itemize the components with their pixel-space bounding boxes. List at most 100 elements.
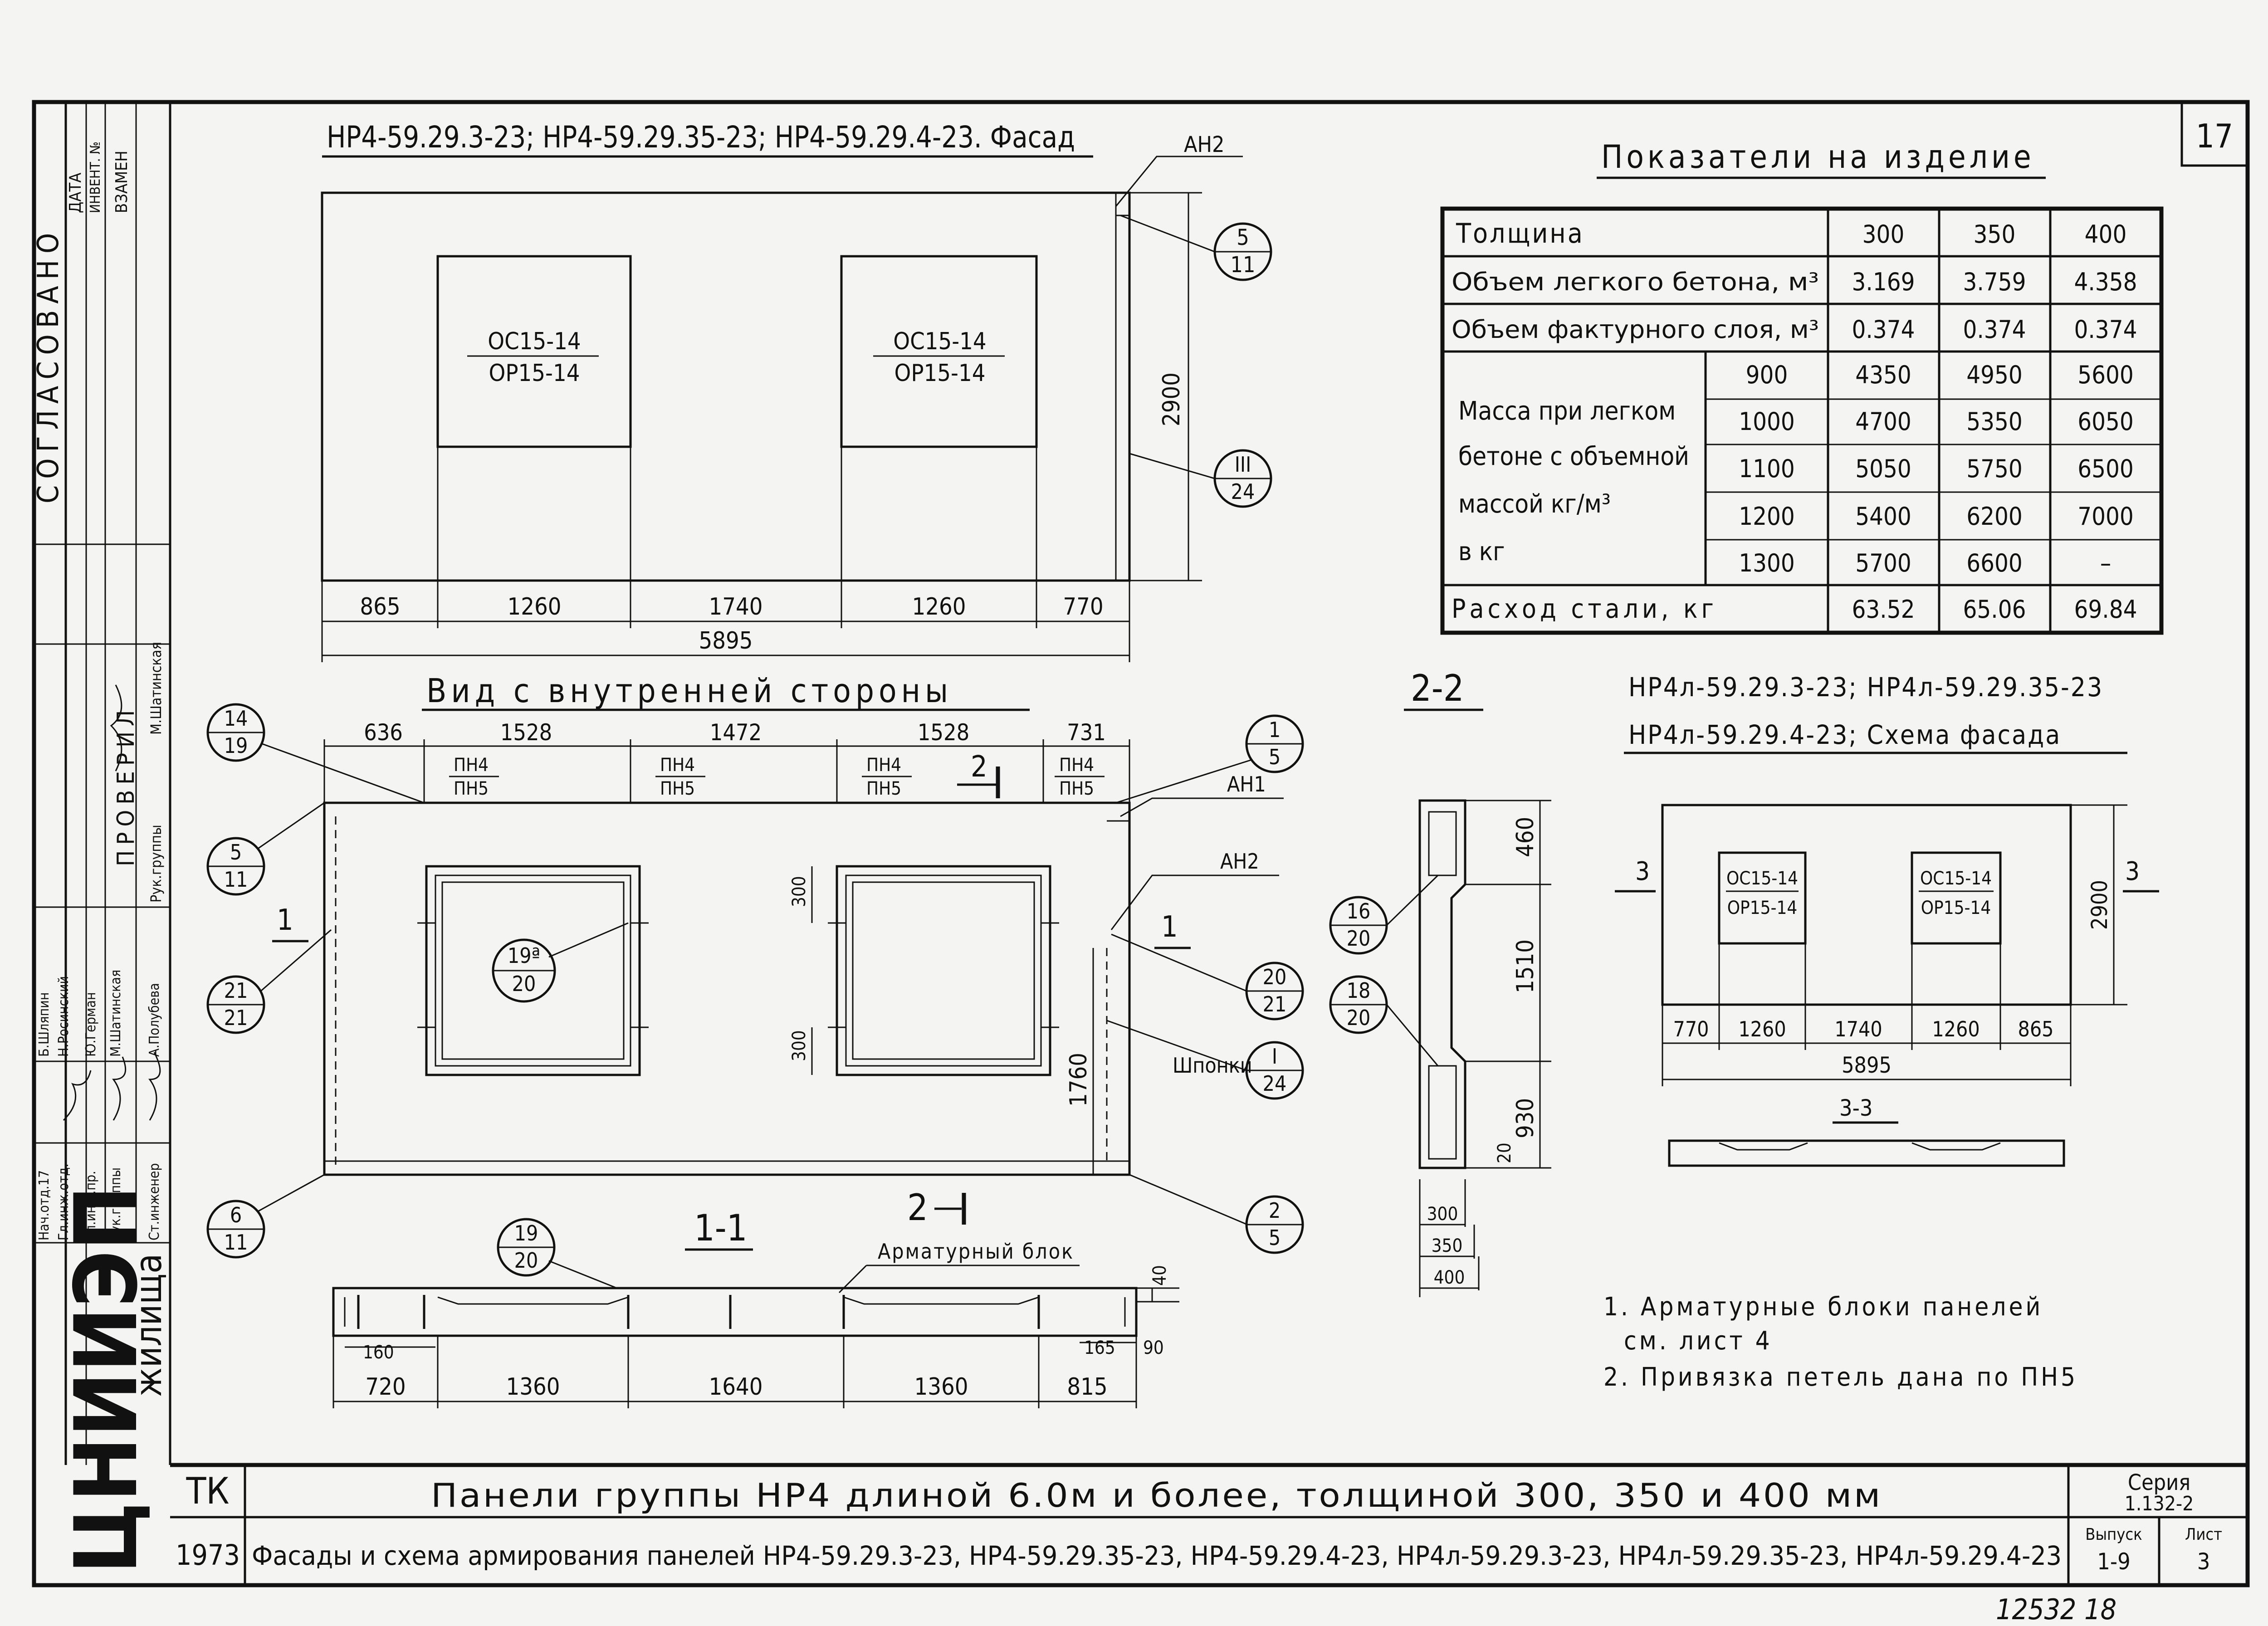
callout-19a-top: 19ª xyxy=(508,943,540,968)
table-mass-label-2: массой кг/м³ xyxy=(1458,489,1611,519)
inner-window-2 xyxy=(836,865,1051,1076)
scheme-total: 5895 xyxy=(1842,1053,1892,1078)
svg-text:ПН4: ПН4 xyxy=(454,755,489,776)
section11-block-label: Арматурный блок xyxy=(878,1239,1074,1264)
role-4: Ст.инженер xyxy=(147,1163,162,1240)
title-line-1: Панели группы НР4 длиной 6.0м и более, т… xyxy=(431,1476,1882,1514)
facade-dim-4: 770 xyxy=(1063,593,1103,620)
facade-dim-0: 865 xyxy=(360,593,400,620)
callout-1-top: 1 xyxy=(1269,718,1281,742)
inner-title: Вид с внутренней стороны xyxy=(426,672,953,710)
table-mass-2-1: 5750 xyxy=(1966,454,2023,483)
indicators-table: Показатели на изделие Толщина 300 350 40… xyxy=(1440,138,2164,635)
table-steel-label: Расход стали, кг xyxy=(1452,593,1717,624)
table-density-1: 1000 xyxy=(1739,407,1795,436)
table-mass-label-0: Масса при легком xyxy=(1458,396,1676,426)
sheet-label: Лист xyxy=(2185,1525,2222,1544)
inner-dim-3: 1528 xyxy=(918,719,969,746)
callout-18-bottom: 20 xyxy=(1347,1006,1371,1030)
callout-facade-iii-top: III xyxy=(1235,452,1251,477)
name-2: Ю.Герман xyxy=(83,992,99,1057)
scheme-window-1 xyxy=(1718,851,1807,945)
loop-label-1: ПН4 ПН5 xyxy=(449,755,499,799)
svg-text:ПН4: ПН4 xyxy=(660,755,695,776)
table-mass-1-2: 6050 xyxy=(2077,407,2134,436)
table-mass-2-2: 6500 xyxy=(2077,454,2134,483)
table-thk-1: 350 xyxy=(1974,220,2016,249)
section22-thk-1: 350 xyxy=(1432,1235,1463,1256)
table-density-0: 900 xyxy=(1746,361,1788,389)
scheme-section-title: 3-3 xyxy=(1839,1095,1872,1121)
note-2: 2. Привязка петель дана по ПН5 xyxy=(1603,1362,2078,1392)
callout-18-top: 18 xyxy=(1347,978,1371,1003)
scheme-dim-1: 1260 xyxy=(1738,1017,1786,1041)
section11-dim-2: 1640 xyxy=(709,1373,763,1401)
section11-dim-0: 720 xyxy=(365,1373,406,1401)
inner-dim-300a: 300 xyxy=(789,876,810,907)
callout-facade-iii-bottom: 24 xyxy=(1231,479,1255,504)
callout-5-left-bottom: 11 xyxy=(224,867,248,892)
callout-21-bottom: 21 xyxy=(224,1006,248,1030)
loop-label-2: ПН4 ПН5 xyxy=(655,755,705,799)
stamp-col-date: ДАТА xyxy=(66,173,85,213)
table-vol-facing-0: 0.374 xyxy=(1852,315,1915,344)
table-title: Показатели на изделие xyxy=(1601,138,2035,176)
callout-14-top: 14 xyxy=(224,706,248,731)
scheme-dim-4: 865 xyxy=(2018,1017,2054,1041)
callout-6-bottom: 11 xyxy=(224,1230,248,1255)
section11-dim-90: 90 xyxy=(1143,1338,1164,1358)
table-thk-0: 300 xyxy=(1862,220,1905,249)
signature-3 xyxy=(148,1052,161,1121)
inner-dim-0: 636 xyxy=(364,719,403,746)
callout-2-top: 2 xyxy=(1269,1198,1281,1223)
section22-title: 2-2 xyxy=(1411,667,1464,709)
callout-16-top: 16 xyxy=(1347,899,1371,923)
table-density-3: 1200 xyxy=(1739,502,1795,531)
table-mass-0-0: 4350 xyxy=(1855,361,1911,389)
checked-label: ПРОВЕРИЛ xyxy=(112,705,140,866)
scheme-dim-2: 1740 xyxy=(1834,1017,1882,1041)
table-mass-1-0: 4700 xyxy=(1855,407,1911,436)
section11-dim-165: 165 xyxy=(1084,1338,1115,1358)
name-3: М.Шатинская xyxy=(108,970,124,1057)
facade-dim-3: 1260 xyxy=(912,593,966,620)
facade-height: 2900 xyxy=(1158,372,1185,426)
callout-19-top: 19 xyxy=(514,1221,538,1245)
callout-6-top: 6 xyxy=(230,1203,242,1227)
page-number: 17 xyxy=(2196,117,2233,155)
callout-14-bottom: 19 xyxy=(224,733,248,758)
callout-19-bottom: 20 xyxy=(514,1248,538,1273)
callout-19a-bottom: 20 xyxy=(512,972,536,996)
role-0: Нач.отд.17 xyxy=(36,1170,52,1240)
inner-ah2: АН2 xyxy=(1220,849,1259,874)
svg-text:ПН5: ПН5 xyxy=(454,778,489,799)
section11-dim-40: 40 xyxy=(1149,1265,1170,1286)
inner-section-1-right: 1 xyxy=(1161,910,1178,944)
table-mass-label-3: в кг xyxy=(1458,537,1505,566)
table-mass-1-1: 5350 xyxy=(1966,407,2023,436)
table-vol-facing-1: 0.374 xyxy=(1963,315,2026,344)
inner-dim-300b: 300 xyxy=(789,1030,810,1061)
inner-section-1-left: 1 xyxy=(277,903,293,937)
signature-1 xyxy=(63,1070,92,1121)
inner-dim-2: 1472 xyxy=(710,719,762,746)
series-label: Серия xyxy=(2128,1470,2190,1495)
inner-keys-label: Шпонки xyxy=(1173,1053,1252,1078)
section11-outline xyxy=(332,1287,1138,1337)
role-3: Рук.группы xyxy=(108,1167,124,1240)
note-1: 1. Арматурные блоки панелей xyxy=(1603,1292,2043,1322)
scheme-dim-3: 1260 xyxy=(1932,1017,1980,1041)
inner-ah1: АН1 xyxy=(1227,772,1266,796)
signature-2 xyxy=(112,1056,127,1121)
tk-label: ТК xyxy=(186,1470,229,1512)
table-mass-2-0: 5050 xyxy=(1855,454,1911,483)
callout-facade-5-bottom: 11 xyxy=(1231,252,1256,278)
inner-dim-4: 731 xyxy=(1067,719,1106,746)
scheme-title-2: НР4л-59.29.4-23; Схема фасада xyxy=(1628,719,2061,750)
facade-title: НР4-59.29.3-23; НР4-59.29.35-23; НР4-59.… xyxy=(327,120,1075,155)
table-header-label: Толщина xyxy=(1456,218,1584,249)
sheet-frame xyxy=(32,100,2250,1587)
section22-profile xyxy=(1418,799,1466,1169)
section11-mark: 2 xyxy=(907,1187,928,1229)
